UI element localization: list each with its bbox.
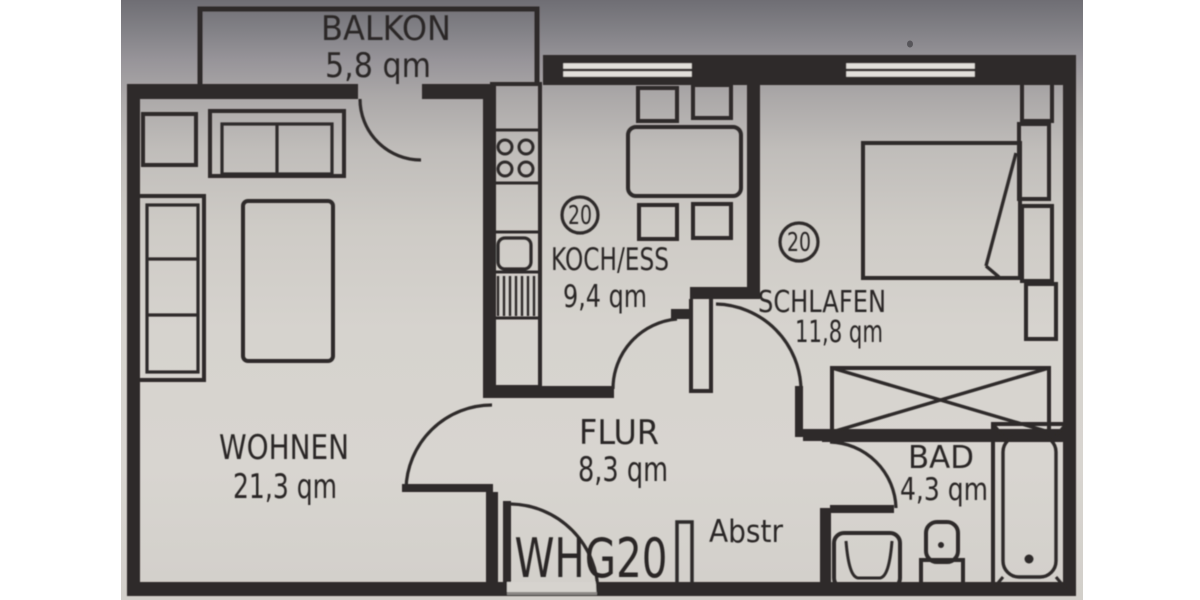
room-label-schlafen: SCHLAFEN	[758, 285, 886, 320]
room-area-schlafen: 11,8 qm	[795, 315, 883, 350]
unit-number: 20	[568, 201, 592, 231]
door-arcs	[358, 98, 898, 593]
room-area-wohnen: 21,3 qm	[233, 467, 337, 507]
bathtub-bevel	[991, 576, 1005, 590]
bathtub-inner	[1001, 434, 1058, 579]
stove-icon	[496, 160, 514, 178]
unit-number: 20	[787, 228, 811, 258]
wall-jog	[690, 287, 760, 299]
chair-icon	[691, 83, 733, 120]
wall-top-segment	[543, 55, 562, 85]
room-label-koch-ess: KOCH/ESS	[551, 242, 669, 278]
sink-icon	[496, 236, 533, 271]
shelf-block-icon	[1020, 204, 1054, 283]
door-arc-wohnen	[404, 403, 493, 490]
chair-icon	[636, 86, 679, 123]
toilet-dot	[938, 542, 944, 548]
door-arc-bad	[829, 440, 898, 509]
paper-background	[121, 0, 1083, 600]
door-arc-entrance	[510, 502, 600, 593]
wall-wohnen-top	[422, 84, 496, 99]
shelf-block-icon	[1024, 282, 1058, 341]
washbasin-inner	[844, 540, 894, 580]
wall-wohnen-top	[127, 84, 358, 99]
windows	[560, 60, 978, 80]
stove-icon	[496, 138, 514, 156]
door-leaf-schlafen	[689, 299, 713, 393]
room-area-balkon: 5,8 qm	[325, 46, 431, 86]
stove-icon	[517, 160, 535, 178]
entrance-threshold	[507, 582, 597, 592]
wardrobe-cross	[831, 366, 1050, 434]
dining-table-icon	[626, 125, 743, 198]
room-area-flur: 8,3 qm	[578, 450, 668, 490]
shelf-block-icon	[1017, 122, 1051, 201]
door-leaf-entrance	[503, 501, 511, 592]
bad-furniture	[832, 422, 1068, 591]
entrance-threshold-line	[507, 592, 597, 595]
bathtub-bevel	[1054, 423, 1068, 437]
bathtub-bevel	[1054, 576, 1068, 590]
room-label-flur: FLUR	[579, 413, 659, 453]
long-sofa-icon	[134, 194, 206, 382]
room-label-wohnen: WOHNEN	[219, 428, 349, 468]
room-label-bad: BAD	[908, 440, 974, 476]
door-arc-balcony	[358, 98, 422, 162]
bed-blanket-fold	[984, 152, 1018, 267]
wall-step-vertical	[795, 386, 803, 437]
room-label-balkon: BALKON	[321, 9, 451, 49]
shelf-block-icon	[1020, 73, 1054, 123]
wardrobe-icon	[830, 366, 1051, 434]
stove-icon	[517, 138, 535, 156]
bathtub-drain	[1024, 554, 1034, 564]
dishwasher-hatch	[496, 276, 536, 316]
schlafen-furniture	[830, 73, 1058, 434]
bathtub-icon	[991, 422, 1068, 591]
abstr-door-post	[675, 520, 694, 596]
wall-koch-corner	[671, 309, 692, 319]
unit-number-badge	[778, 221, 820, 263]
room-labels: BALKON 5,8 qm WOHNEN 21,3 qm KOCH/ESS 9,…	[219, 9, 988, 590]
bed-blanket-fold	[984, 264, 1001, 279]
door-arc-schlafen	[715, 302, 803, 391]
unit-number-badge	[560, 195, 600, 235]
wall-bad-left	[820, 508, 831, 585]
chair-icon	[637, 203, 679, 241]
storage-room-label: Abstr	[709, 514, 783, 550]
room-area-bad: 4,3 qm	[900, 472, 988, 508]
wall-left	[127, 84, 140, 596]
toilet-cistern	[919, 558, 965, 590]
apartment-number-label: WHG20	[515, 527, 668, 590]
sofa-icon	[208, 109, 346, 178]
kitchen-counter-icon	[490, 82, 542, 389]
paper-speck	[907, 40, 913, 48]
door-arc-koch-ess	[611, 317, 678, 390]
room-area-koch-ess: 9,4 qm	[563, 279, 647, 315]
armchair-icon	[141, 112, 198, 167]
wall-top-segment	[976, 55, 1063, 85]
wall-koch-schlafen	[747, 56, 760, 288]
wohnen-furniture	[134, 109, 346, 382]
kitchen-furniture	[490, 82, 743, 389]
chair-icon	[691, 202, 733, 240]
wall-wohnen-entry	[486, 492, 498, 585]
unit-badges: 20 20	[560, 195, 820, 263]
coffee-table-icon	[241, 199, 335, 363]
door-leaf-bad	[830, 505, 894, 513]
bathtub-bevel	[991, 423, 1005, 437]
door-leaf-wohnen	[402, 484, 493, 492]
wall-step-horizontal	[803, 429, 822, 441]
washbasin-icon	[832, 531, 902, 590]
balcony-outline	[197, 6, 540, 84]
long-sofa-cushions	[145, 203, 200, 374]
wall-top-segment	[693, 55, 845, 85]
